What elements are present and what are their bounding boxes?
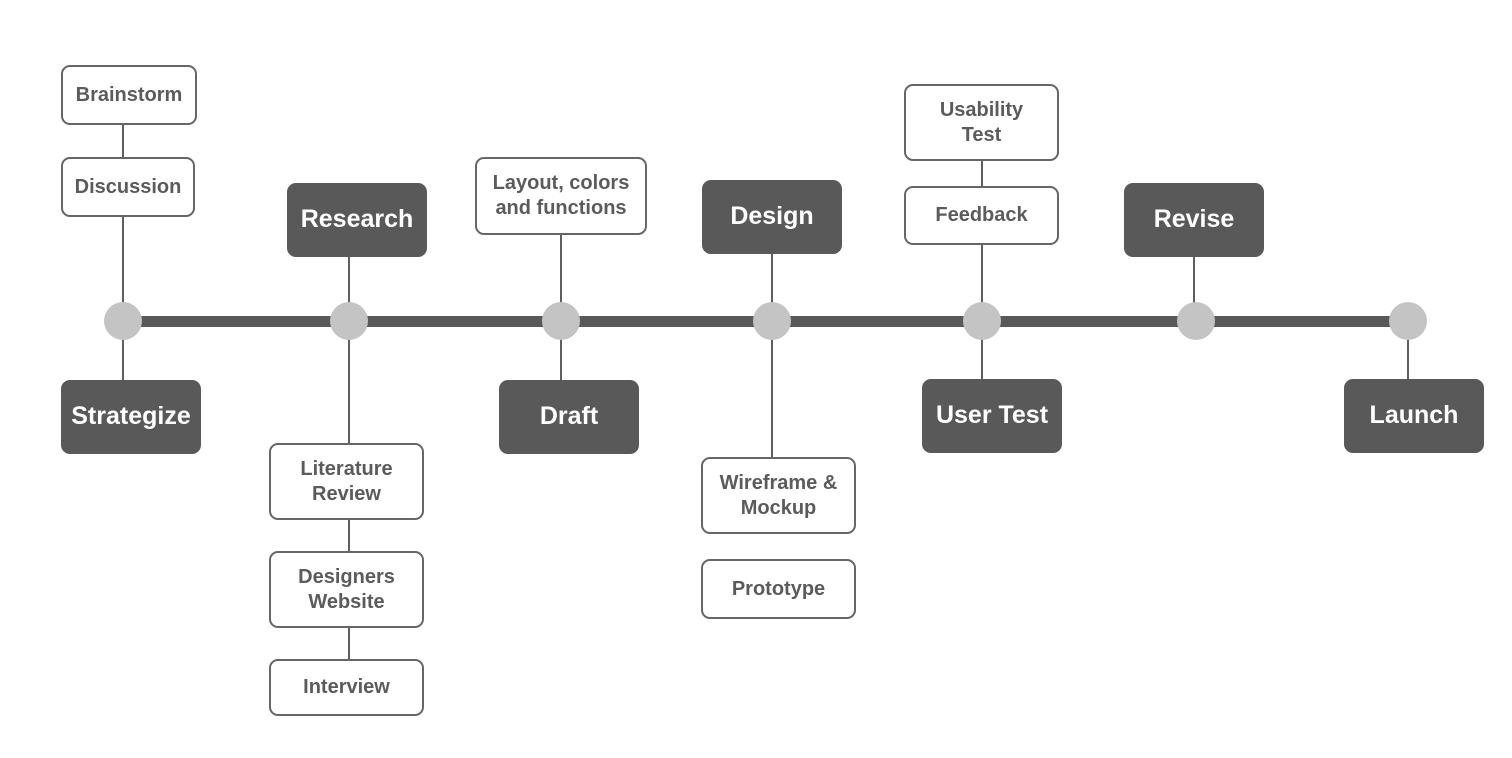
connector-line (1407, 320, 1409, 379)
substep-prototype: Prototype (701, 559, 856, 619)
connector-line (122, 217, 124, 380)
stage-revise: Revise (1124, 183, 1264, 257)
timeline-node-strategize (104, 302, 142, 340)
substep-wireframe-mockup: Wireframe & Mockup (701, 457, 856, 534)
substep-literature-review: Literature Review (269, 443, 424, 520)
connector-line (1193, 257, 1195, 320)
substep-feedback: Feedback (904, 186, 1059, 245)
timeline-node-revise (1177, 302, 1215, 340)
stage-user-test: User Test (922, 379, 1062, 453)
substep-usability-test: Usability Test (904, 84, 1059, 161)
connector-line (771, 253, 773, 457)
timeline-node-research (330, 302, 368, 340)
timeline-node-draft (542, 302, 580, 340)
connector-line (348, 628, 350, 659)
substep-brainstorm: Brainstorm (61, 65, 197, 125)
substep-discussion: Discussion (61, 157, 195, 217)
stage-launch: Launch (1344, 379, 1484, 453)
stage-research: Research (287, 183, 427, 257)
stage-draft: Draft (499, 380, 639, 454)
stage-design: Design (702, 180, 842, 254)
connector-line (348, 257, 350, 443)
substep-interview: Interview (269, 659, 424, 716)
connector-line (122, 125, 124, 157)
connector-line (348, 520, 350, 551)
timeline-node-launch (1389, 302, 1427, 340)
timeline-node-design (753, 302, 791, 340)
stage-strategize: Strategize (61, 380, 201, 454)
substep-designers-website: Designers Website (269, 551, 424, 628)
timeline-node-user-test (963, 302, 1001, 340)
connector-line (981, 161, 983, 186)
substep-layout-colors-functions: Layout, colors and functions (475, 157, 647, 235)
